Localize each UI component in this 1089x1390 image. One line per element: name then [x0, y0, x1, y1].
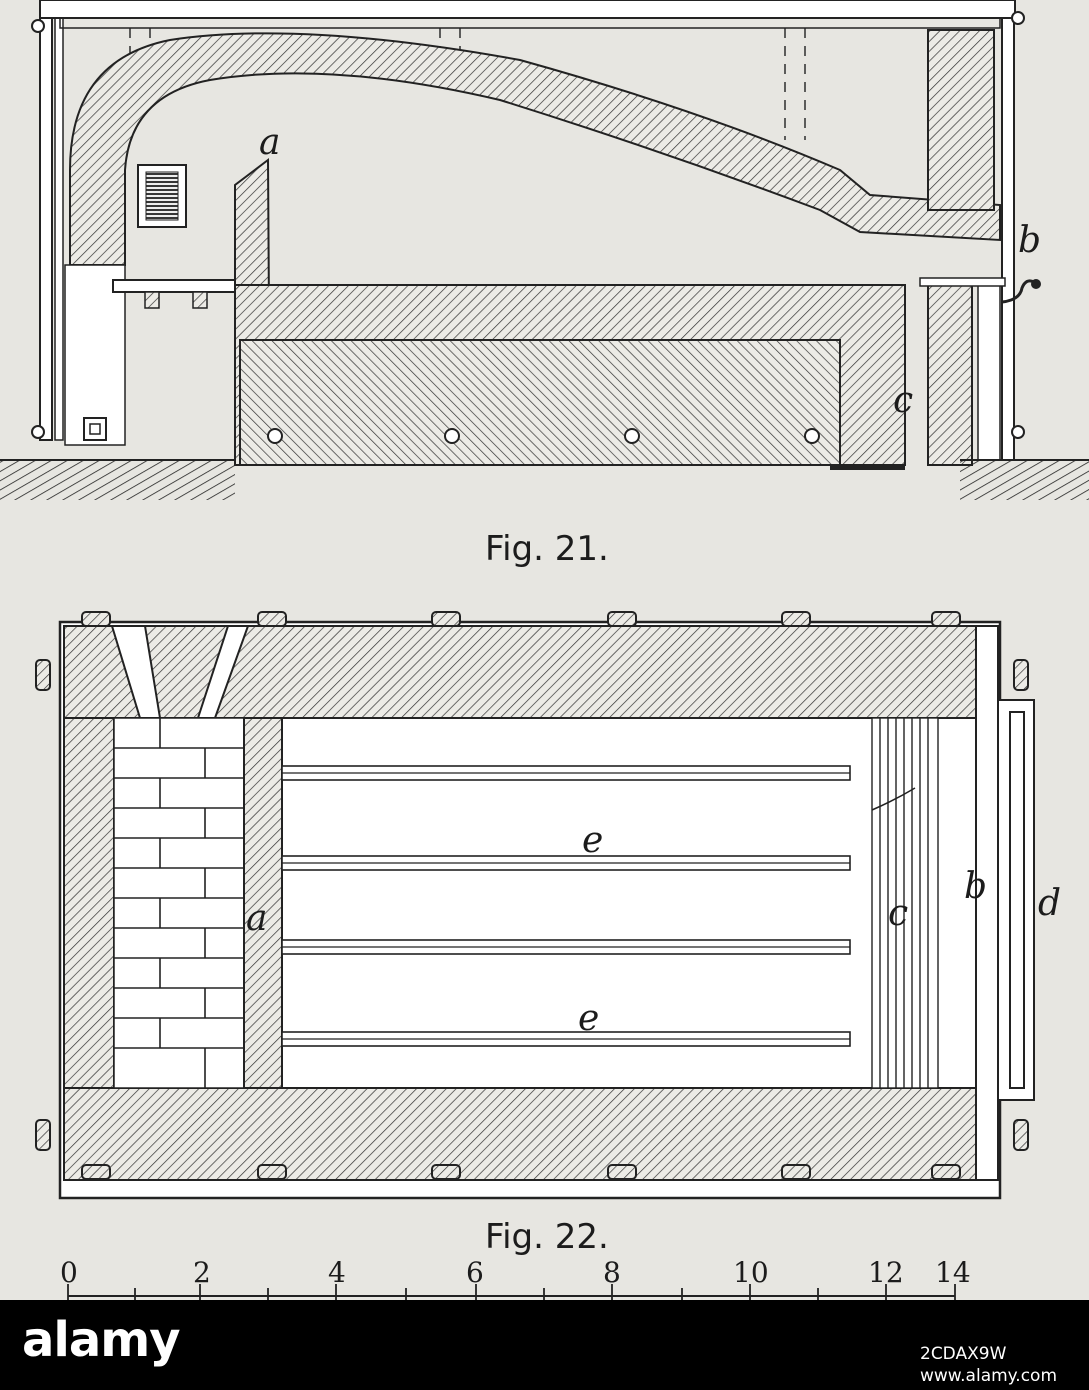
fig21-label-b: b: [1018, 220, 1041, 261]
fig22-label-e-lower: e: [578, 998, 599, 1039]
scale-tick-0: 0: [60, 1256, 78, 1289]
alamy-logo-text: alamy: [22, 1312, 181, 1368]
scale-tick-12: 12: [868, 1256, 904, 1289]
scale-tick-14: 14: [935, 1256, 971, 1289]
fig22-label-a: a: [246, 898, 267, 939]
watermark-footer: alamy 2CDAX9W www.alamy.com: [0, 1300, 1089, 1390]
fig21-section-drawing: a b c: [0, 0, 1089, 500]
scale-tick-2: 2: [193, 1256, 211, 1289]
scale-tick-6: 6: [466, 1256, 484, 1289]
fig22-caption: Fig. 22.: [485, 1217, 609, 1257]
scale-bar: 0 2 4 6 8 10 12 14: [60, 1256, 971, 1300]
scale-tick-4: 4: [328, 1256, 346, 1289]
fig21-caption: Fig. 21.: [485, 529, 609, 569]
image-id: 2CDAX9W: [920, 1344, 1007, 1364]
fig21-label-c: c: [893, 380, 913, 421]
fig22-label-c: c: [888, 893, 908, 934]
site-url: www.alamy.com: [920, 1366, 1058, 1386]
fig22-label-d: d: [1038, 883, 1061, 924]
fig22-plan-drawing: a b c d e e: [35, 611, 1061, 1200]
fig22-label-e-upper: e: [582, 820, 603, 861]
scale-tick-8: 8: [603, 1256, 621, 1289]
engineering-plate: a b c Fig. 21.: [0, 0, 1089, 1300]
alamy-logo: alamy: [22, 1312, 181, 1368]
scale-tick-10: 10: [733, 1256, 769, 1289]
fig21-label-a: a: [259, 122, 280, 163]
fig22-label-b: b: [964, 866, 987, 907]
